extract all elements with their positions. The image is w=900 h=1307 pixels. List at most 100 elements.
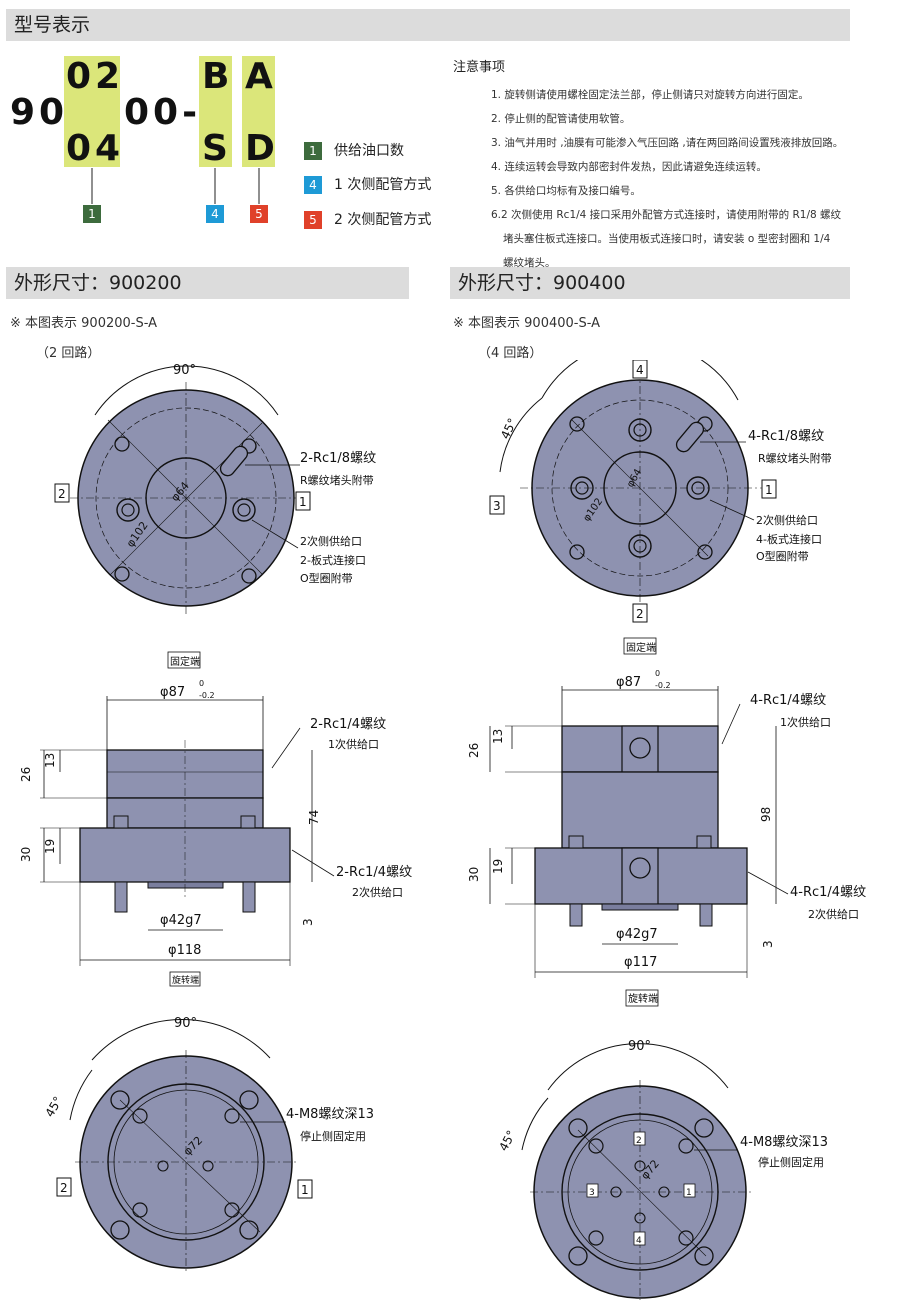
- legend-badge: 1: [304, 142, 322, 160]
- note-item: 5. 各供给口均标有及接口编号。: [491, 185, 641, 197]
- code-top-letter-1: B: [202, 56, 234, 97]
- note-item: 4. 连续运转会导致内部密封件发热，因此请避免连续运转。: [491, 161, 767, 173]
- port-label-3-box: [489, 495, 505, 515]
- angle-45-label: 45°: [42, 1094, 65, 1119]
- port-label-2-box: [54, 483, 70, 503]
- inner-label-1-box: [683, 1183, 696, 1198]
- side-view-900200: φ87 0 -0.2 26 13 30 19 74 2-Rc1/4螺纹 1次供给…: [19, 679, 412, 987]
- h98-label: 98: [759, 807, 773, 822]
- code-mid: 00-: [124, 92, 202, 133]
- h3-label: 3: [761, 940, 775, 948]
- port-label-1-box: [295, 491, 311, 511]
- angle-90-bottom-label: 90°: [628, 1039, 651, 1054]
- highlight-letter-1: [199, 56, 232, 167]
- plate-port-label: 2-板式连接口: [300, 553, 366, 567]
- code-badge-1: 1: [83, 205, 101, 223]
- inner-label-3: 3: [589, 1188, 595, 1198]
- angle-45-top-label: 45°: [498, 416, 520, 441]
- code-top-digits: 02: [66, 56, 125, 97]
- plug-label: R螺纹堵头附带: [758, 451, 832, 465]
- port-label-4-box: [632, 360, 648, 379]
- notes-title: 注意事项: [453, 60, 506, 75]
- note-item: 1. 旋转侧请使用螺栓固定法兰部，停止侧请只对旋转方向进行固定。: [491, 89, 809, 101]
- angle-45-label: 45°: [496, 1128, 518, 1153]
- rc14-top-label: 2-Rc1/4螺纹: [310, 717, 386, 732]
- m8-label: 4-M8螺纹深13: [740, 1135, 828, 1150]
- fixed-end-label: 固定端: [170, 655, 200, 668]
- angle-90-label: 90°: [173, 363, 196, 378]
- oring-label: O型圈附带: [300, 571, 353, 585]
- side-view-900400: φ87 0 -0.2 26 13 30 19 98 4-Rc1/4螺纹 1次供给…: [467, 669, 866, 1007]
- rc18-label: 4-Rc1/8螺纹: [748, 429, 824, 444]
- od87-tol-down: -0.2: [655, 681, 671, 690]
- legend-badge: 4: [304, 176, 322, 194]
- h19-label: 19: [43, 839, 57, 854]
- bottom-port-label-2: 2: [60, 1181, 68, 1195]
- section-dim-900200-title: 外形尺寸：900200: [14, 272, 182, 294]
- inner-label-4: 4: [636, 1236, 642, 1246]
- code-leader-lines: [91, 168, 260, 204]
- legend-label: 供给油口数: [334, 143, 404, 159]
- note-item: 螺纹堵头。: [503, 257, 556, 269]
- note-item: 6.2 次侧使用 Rc1/4 接口采用外配管方式连接时，请使用附带的 R1/8 …: [491, 209, 842, 221]
- section-model-title: 型号表示: [14, 14, 91, 36]
- bottom-port-label-1-box: [297, 1179, 313, 1199]
- secondary-port2-label: 2次供给口: [808, 907, 859, 921]
- port-label-1: 1: [299, 495, 307, 509]
- primary-port-label: 1次供给口: [780, 715, 831, 729]
- drawing-900200: 90° φ64 φ102 2 1 2-Rc1/8螺纹 R螺纹堵头附带 2次侧供给…: [19, 363, 412, 1274]
- inner-label-2: 2: [636, 1136, 642, 1146]
- h30-label: 30: [467, 867, 481, 882]
- caption-circuits-4: （4 回路）: [478, 346, 543, 361]
- section-model-header: 型号表示: [6, 9, 850, 41]
- port-label-3: 3: [493, 499, 501, 513]
- port-label-1-box: [761, 479, 777, 499]
- section-dim-900200-header: 外形尺寸：900200: [6, 267, 409, 299]
- port-label-1: 1: [765, 483, 773, 497]
- od87-tol-up: 0: [655, 669, 660, 678]
- h3-label: 3: [301, 918, 315, 926]
- legend-label: 1 次侧配管方式: [334, 177, 432, 193]
- plug-label: R螺纹堵头附带: [300, 473, 374, 487]
- h13-label: 13: [491, 729, 505, 744]
- top-view-900200: 90° φ64 φ102 2 1 2-Rc1/8螺纹 R螺纹堵头附带 2次侧供给…: [54, 363, 376, 669]
- caption-circuits-2: （2 回路）: [36, 346, 101, 361]
- d117-label: φ117: [624, 955, 657, 970]
- port-label-4: 4: [636, 363, 644, 377]
- code-badge-4: 4: [206, 205, 224, 223]
- note-item: 3. 油气并用时 ,油膜有可能渗入气压回路 ,请在两回路间设置残液排放回路。: [491, 137, 844, 149]
- bottom-view-900400: 90° 45° φ72 2 3 1 4 4-M8螺纹深13 停止侧固定用: [496, 1039, 828, 1300]
- inner-label-2-box: [633, 1131, 646, 1146]
- port-label-2: 2: [636, 607, 644, 621]
- drawing-900400: 90° 45° φ64 φ102 4 3 1 2 4-Rc1/8螺纹 R螺纹堵: [467, 360, 866, 1300]
- code-bottom-letter-2: D: [245, 128, 279, 169]
- h74-label: 74: [307, 810, 321, 825]
- inner-label-4-box: [633, 1231, 646, 1246]
- fixed-end-label: 固定端: [626, 641, 656, 654]
- caption-900400: ※ 本图表示 900400-S-A: [453, 316, 601, 331]
- h19-label: 19: [491, 859, 505, 874]
- bottom-port-label-1: 1: [301, 1183, 309, 1197]
- angle-90-bottom-label: 90°: [174, 1016, 197, 1031]
- plate-port-label: 4-板式连接口: [756, 532, 822, 546]
- m8-sub-label: 停止侧固定用: [300, 1129, 366, 1143]
- od87-label: φ87: [160, 685, 185, 700]
- code-badge-5: 5: [250, 205, 268, 223]
- legend-item-primary-piping: 4 1 次侧配管方式: [304, 174, 431, 194]
- d118-label: φ118: [168, 943, 201, 958]
- secondary-port2-label: 2次供给口: [352, 885, 403, 899]
- code-bottom-digits: 04: [66, 128, 125, 169]
- code-bottom-letter-1: S: [202, 128, 232, 169]
- rc14-bot-label: 2-Rc1/4螺纹: [336, 865, 412, 880]
- m8-sub-label: 停止侧固定用: [758, 1155, 824, 1169]
- code-top-letter-2: A: [245, 56, 277, 97]
- oring-label: O型圈附带: [756, 549, 809, 563]
- h26-label: 26: [467, 743, 481, 758]
- rotating-end-label: 旋转端: [172, 974, 199, 986]
- legend-label: 2 次侧配管方式: [334, 212, 432, 228]
- code-prefix: 90: [10, 92, 69, 133]
- h30-label: 30: [19, 847, 33, 862]
- rc14-top-label: 4-Rc1/4螺纹: [750, 693, 826, 708]
- h26-label: 26: [19, 767, 33, 782]
